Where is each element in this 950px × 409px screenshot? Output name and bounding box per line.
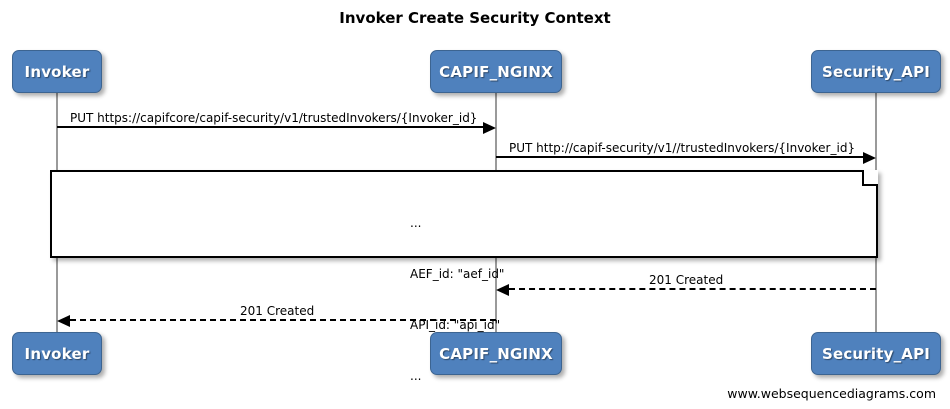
page-title: Invoker Create Security Context xyxy=(339,9,611,27)
message-label: PUT https://capifcore/capif-security/v1/… xyxy=(67,111,481,125)
message-label: 201 Created xyxy=(646,273,727,287)
message-line xyxy=(57,126,483,128)
participant-label: CAPIF_NGINX xyxy=(439,344,553,363)
participant-label: CAPIF_NGINX xyxy=(439,62,553,81)
message-line xyxy=(509,288,876,290)
message-3: 201 Created xyxy=(496,268,876,296)
arrowhead-left-icon xyxy=(496,284,509,296)
message-label: 201 Created xyxy=(237,304,318,318)
arrowhead-right-icon xyxy=(863,152,876,164)
participant-security-api-bottom[interactable]: Security_API xyxy=(811,332,941,375)
participant-security-api-top[interactable]: Security_API xyxy=(811,50,941,93)
note-line-2: AEF_id: "aef_id" xyxy=(410,267,505,281)
participant-invoker-bottom[interactable]: Invoker xyxy=(12,332,102,375)
message-line xyxy=(496,156,863,158)
participant-label: Invoker xyxy=(24,344,90,363)
participant-invoker-top[interactable]: Invoker xyxy=(12,50,102,93)
note-content: ... AEF_id: "aef_id" API_id: "api_id" ..… xyxy=(410,181,504,409)
note-box: ... AEF_id: "aef_id" API_id: "api_id" ..… xyxy=(50,170,878,383)
note-line-3: API_id: "api_id" xyxy=(410,318,501,332)
footer-credit: www.websequencediagrams.com xyxy=(727,386,936,401)
message-1: PUT https://capifcore/capif-security/v1/… xyxy=(57,106,496,134)
message-2: PUT http://capif-security/v1//trustedInv… xyxy=(496,136,876,164)
participant-label: Security_API xyxy=(821,344,931,363)
note-line-1: ... xyxy=(410,216,422,230)
participant-label: Invoker xyxy=(24,62,90,81)
participant-label: Security_API xyxy=(821,62,931,81)
arrowhead-left-icon xyxy=(57,315,70,327)
note-fold-corner-icon xyxy=(862,170,878,186)
message-label: PUT http://capif-security/v1//trustedInv… xyxy=(506,141,859,155)
message-line xyxy=(70,319,496,321)
message-4: 201 Created xyxy=(57,299,496,327)
participant-capif-nginx-bottom[interactable]: CAPIF_NGINX xyxy=(430,332,562,375)
note-line-4: ... xyxy=(410,369,422,383)
arrowhead-right-icon xyxy=(483,122,496,134)
participant-capif-nginx-top[interactable]: CAPIF_NGINX xyxy=(430,50,562,93)
